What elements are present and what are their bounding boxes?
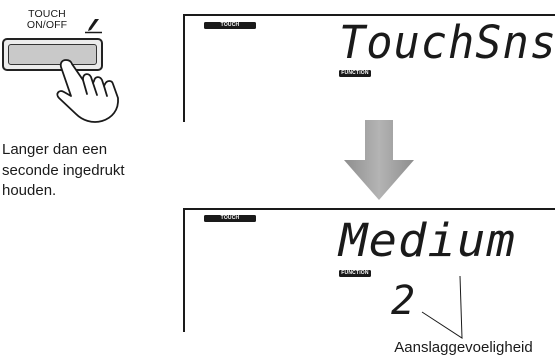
lcd-main-text: TouchSns — [339, 16, 555, 69]
lcd-display-after: TOUCH Medium FUNCTION 2 — [183, 208, 555, 332]
pen-icon — [85, 19, 102, 34]
lcd-value-text: 2 — [391, 278, 416, 324]
pointing-hand-icon — [56, 59, 119, 123]
lcd-left-border — [183, 14, 185, 122]
touch-button-face — [8, 44, 97, 65]
function-indicator-badge: FUNCTION — [339, 270, 371, 277]
lcd-top-border — [183, 208, 555, 210]
touch-indicator-badge: TOUCH — [204, 22, 256, 29]
function-indicator-badge: FUNCTION — [339, 70, 371, 77]
down-arrow-icon — [344, 120, 414, 200]
touch-caption-line1: TOUCH — [28, 8, 66, 20]
touch-indicator-badge: TOUCH — [204, 215, 256, 222]
instruction-line2: seconde ingedrukt — [2, 161, 125, 179]
lcd-main-text: Medium — [339, 214, 516, 267]
instruction-line1: Langer dan een — [2, 141, 108, 158]
instruction-text: Langer dan een seconde ingedrukt houden. — [2, 140, 182, 202]
sensitivity-callout-label: Aanslaggevoeligheid — [394, 339, 533, 356]
touch-caption-line2: ON/OFF — [26, 18, 68, 31]
touch-on-off-button[interactable] — [2, 38, 103, 71]
instruction-line3: houden. — [2, 182, 57, 199]
lcd-display-before: TOUCH TouchSns FUNCTION — [183, 14, 555, 122]
lcd-top-border — [183, 14, 555, 16]
touch-button-caption: TOUCH ON/OFF — [12, 9, 82, 30]
lcd-left-border — [183, 208, 185, 332]
